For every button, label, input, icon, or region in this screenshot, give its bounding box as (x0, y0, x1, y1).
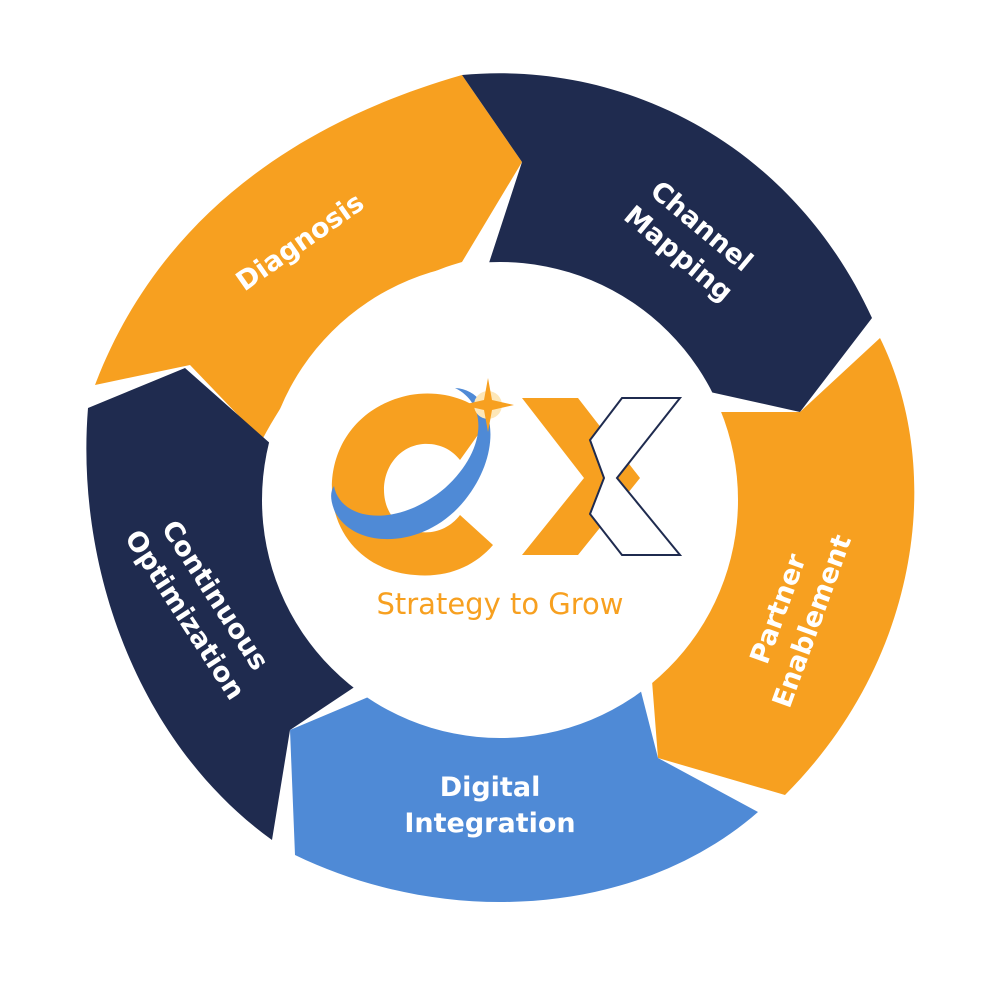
cx-logo: CX (331, 378, 683, 576)
segment-diagnosis (95, 75, 522, 440)
tagline: Strategy to Grow (376, 587, 623, 621)
center-circle (262, 262, 738, 738)
logo-spark (462, 378, 514, 432)
segment-digital-integration (290, 668, 758, 903)
segment-channel-mapping (462, 73, 872, 412)
logo-letter-x-outline (588, 397, 683, 556)
segment-continuous-optimization (86, 368, 365, 840)
logo-orbit (331, 388, 491, 540)
segment-label-line: Digital (440, 772, 541, 803)
segment-label-line: Integration (404, 808, 575, 839)
